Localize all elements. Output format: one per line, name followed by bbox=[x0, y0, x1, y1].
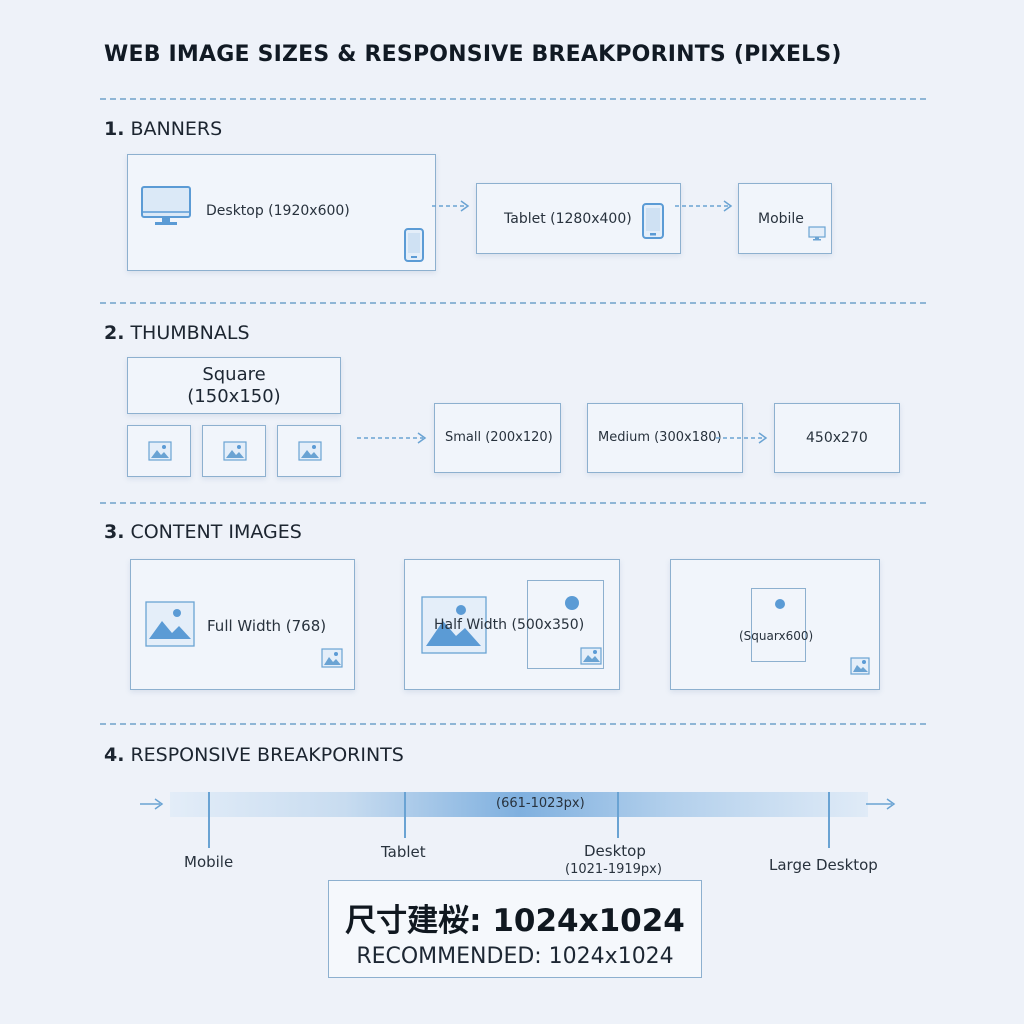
arrow-right-icon bbox=[357, 431, 429, 445]
section-number: 2. bbox=[104, 322, 125, 344]
recommendation-box: 尺寸建桜: 1024x1024 RECOMMENDED: 1024x1024 bbox=[328, 880, 702, 978]
content-square-box: (Squarx600) bbox=[670, 559, 880, 690]
section-title: BANNERS bbox=[130, 118, 223, 140]
section-heading-thumbnails: 2.THUMBNALS bbox=[104, 322, 250, 344]
breakpoint-tick-large-desktop bbox=[828, 792, 830, 848]
image-icon bbox=[850, 657, 870, 675]
section-divider bbox=[100, 502, 926, 504]
thumb-small-box: Small (200x120) bbox=[434, 403, 561, 473]
section-heading-breakpoints: 4.RESPONSIVE BREAKPORINTS bbox=[104, 744, 404, 766]
content-full-label: Full Width (768) bbox=[207, 617, 327, 635]
arrow-right-icon bbox=[432, 199, 472, 213]
thumb-large-label: 450x270 bbox=[806, 430, 868, 446]
breakpoint-desktop-label: Desktop bbox=[584, 842, 646, 860]
image-icon bbox=[321, 648, 343, 668]
breakpoint-range-label: (661-1023px) bbox=[496, 796, 585, 811]
arrow-right-icon bbox=[675, 199, 735, 213]
banner-desktop-box: Desktop (1920x600) bbox=[127, 154, 436, 271]
content-half-inner-frame bbox=[527, 580, 604, 669]
thumb-small-label: Small (200x120) bbox=[445, 430, 553, 445]
arrow-right-icon bbox=[716, 431, 770, 445]
content-square-label: (Squarx600) bbox=[739, 629, 814, 643]
monitor-icon bbox=[140, 185, 192, 227]
image-icon bbox=[223, 441, 247, 461]
breakpoint-tablet-label: Tablet bbox=[381, 843, 426, 861]
phone-icon bbox=[403, 227, 425, 263]
banner-tablet-label: Tablet (1280x400) bbox=[504, 211, 632, 227]
monitor-icon bbox=[808, 226, 826, 242]
dot-icon bbox=[564, 595, 580, 611]
section-title: RESPONSIVE BREAKPORINTS bbox=[130, 744, 404, 766]
dot-icon bbox=[774, 598, 786, 610]
section-heading-banners: 1.BANNERS bbox=[104, 118, 222, 140]
thumb-square-label: Square bbox=[202, 364, 266, 385]
page-title: WEB IMAGE SIZES & RESPONSIVE BREAKPORINT… bbox=[104, 42, 842, 67]
image-icon bbox=[580, 647, 602, 665]
arrow-right-icon bbox=[140, 797, 164, 811]
section-divider bbox=[100, 98, 926, 100]
thumb-tile bbox=[127, 425, 191, 477]
image-icon bbox=[145, 601, 195, 647]
image-icon bbox=[298, 441, 322, 461]
breakpoint-tick-mobile bbox=[208, 792, 210, 848]
section-number: 1. bbox=[104, 118, 125, 140]
breakpoint-scale-bar bbox=[170, 792, 868, 817]
banner-mobile-box: Mobile bbox=[738, 183, 832, 254]
recommendation-cn: 尺寸建桜: 1024x1024 bbox=[345, 903, 685, 939]
thumb-square-size: (150x150) bbox=[187, 386, 281, 407]
breakpoint-mobile-label: Mobile bbox=[184, 853, 234, 871]
content-half-label: Half Width (500x350) bbox=[434, 617, 585, 633]
section-divider bbox=[100, 723, 926, 725]
thumb-square-box: Square (150x150) bbox=[127, 357, 341, 414]
section-number: 3. bbox=[104, 521, 125, 543]
thumb-medium-label: Medium (300x180) bbox=[598, 430, 722, 445]
section-title: THUMBNALS bbox=[130, 322, 250, 344]
thumb-large-box: 450x270 bbox=[774, 403, 900, 473]
recommendation-en: RECOMMENDED: 1024x1024 bbox=[356, 944, 674, 969]
section-heading-content: 3.CONTENT IMAGES bbox=[104, 521, 302, 543]
breakpoint-tick-desktop bbox=[617, 792, 619, 838]
thumb-tile bbox=[277, 425, 341, 477]
banner-mobile-label: Mobile bbox=[758, 211, 804, 227]
section-number: 4. bbox=[104, 744, 125, 766]
breakpoint-desktop-range: (1021-1919px) bbox=[565, 862, 662, 877]
section-divider bbox=[100, 302, 926, 304]
breakpoint-tick-tablet bbox=[404, 792, 406, 838]
content-half-box: Half Width (500x350) bbox=[404, 559, 620, 690]
content-square-inner-frame bbox=[751, 588, 806, 662]
breakpoint-large-desktop-label: Large Desktop bbox=[769, 856, 878, 874]
banner-tablet-box: Tablet (1280x400) bbox=[476, 183, 681, 254]
image-icon bbox=[148, 441, 172, 461]
image-icon bbox=[421, 596, 487, 654]
arrow-right-icon bbox=[866, 797, 896, 811]
banner-desktop-label: Desktop (1920x600) bbox=[206, 203, 350, 219]
content-full-box: Full Width (768) bbox=[130, 559, 355, 690]
thumb-tile bbox=[202, 425, 266, 477]
section-title: CONTENT IMAGES bbox=[130, 521, 302, 543]
tablet-icon bbox=[641, 202, 665, 240]
